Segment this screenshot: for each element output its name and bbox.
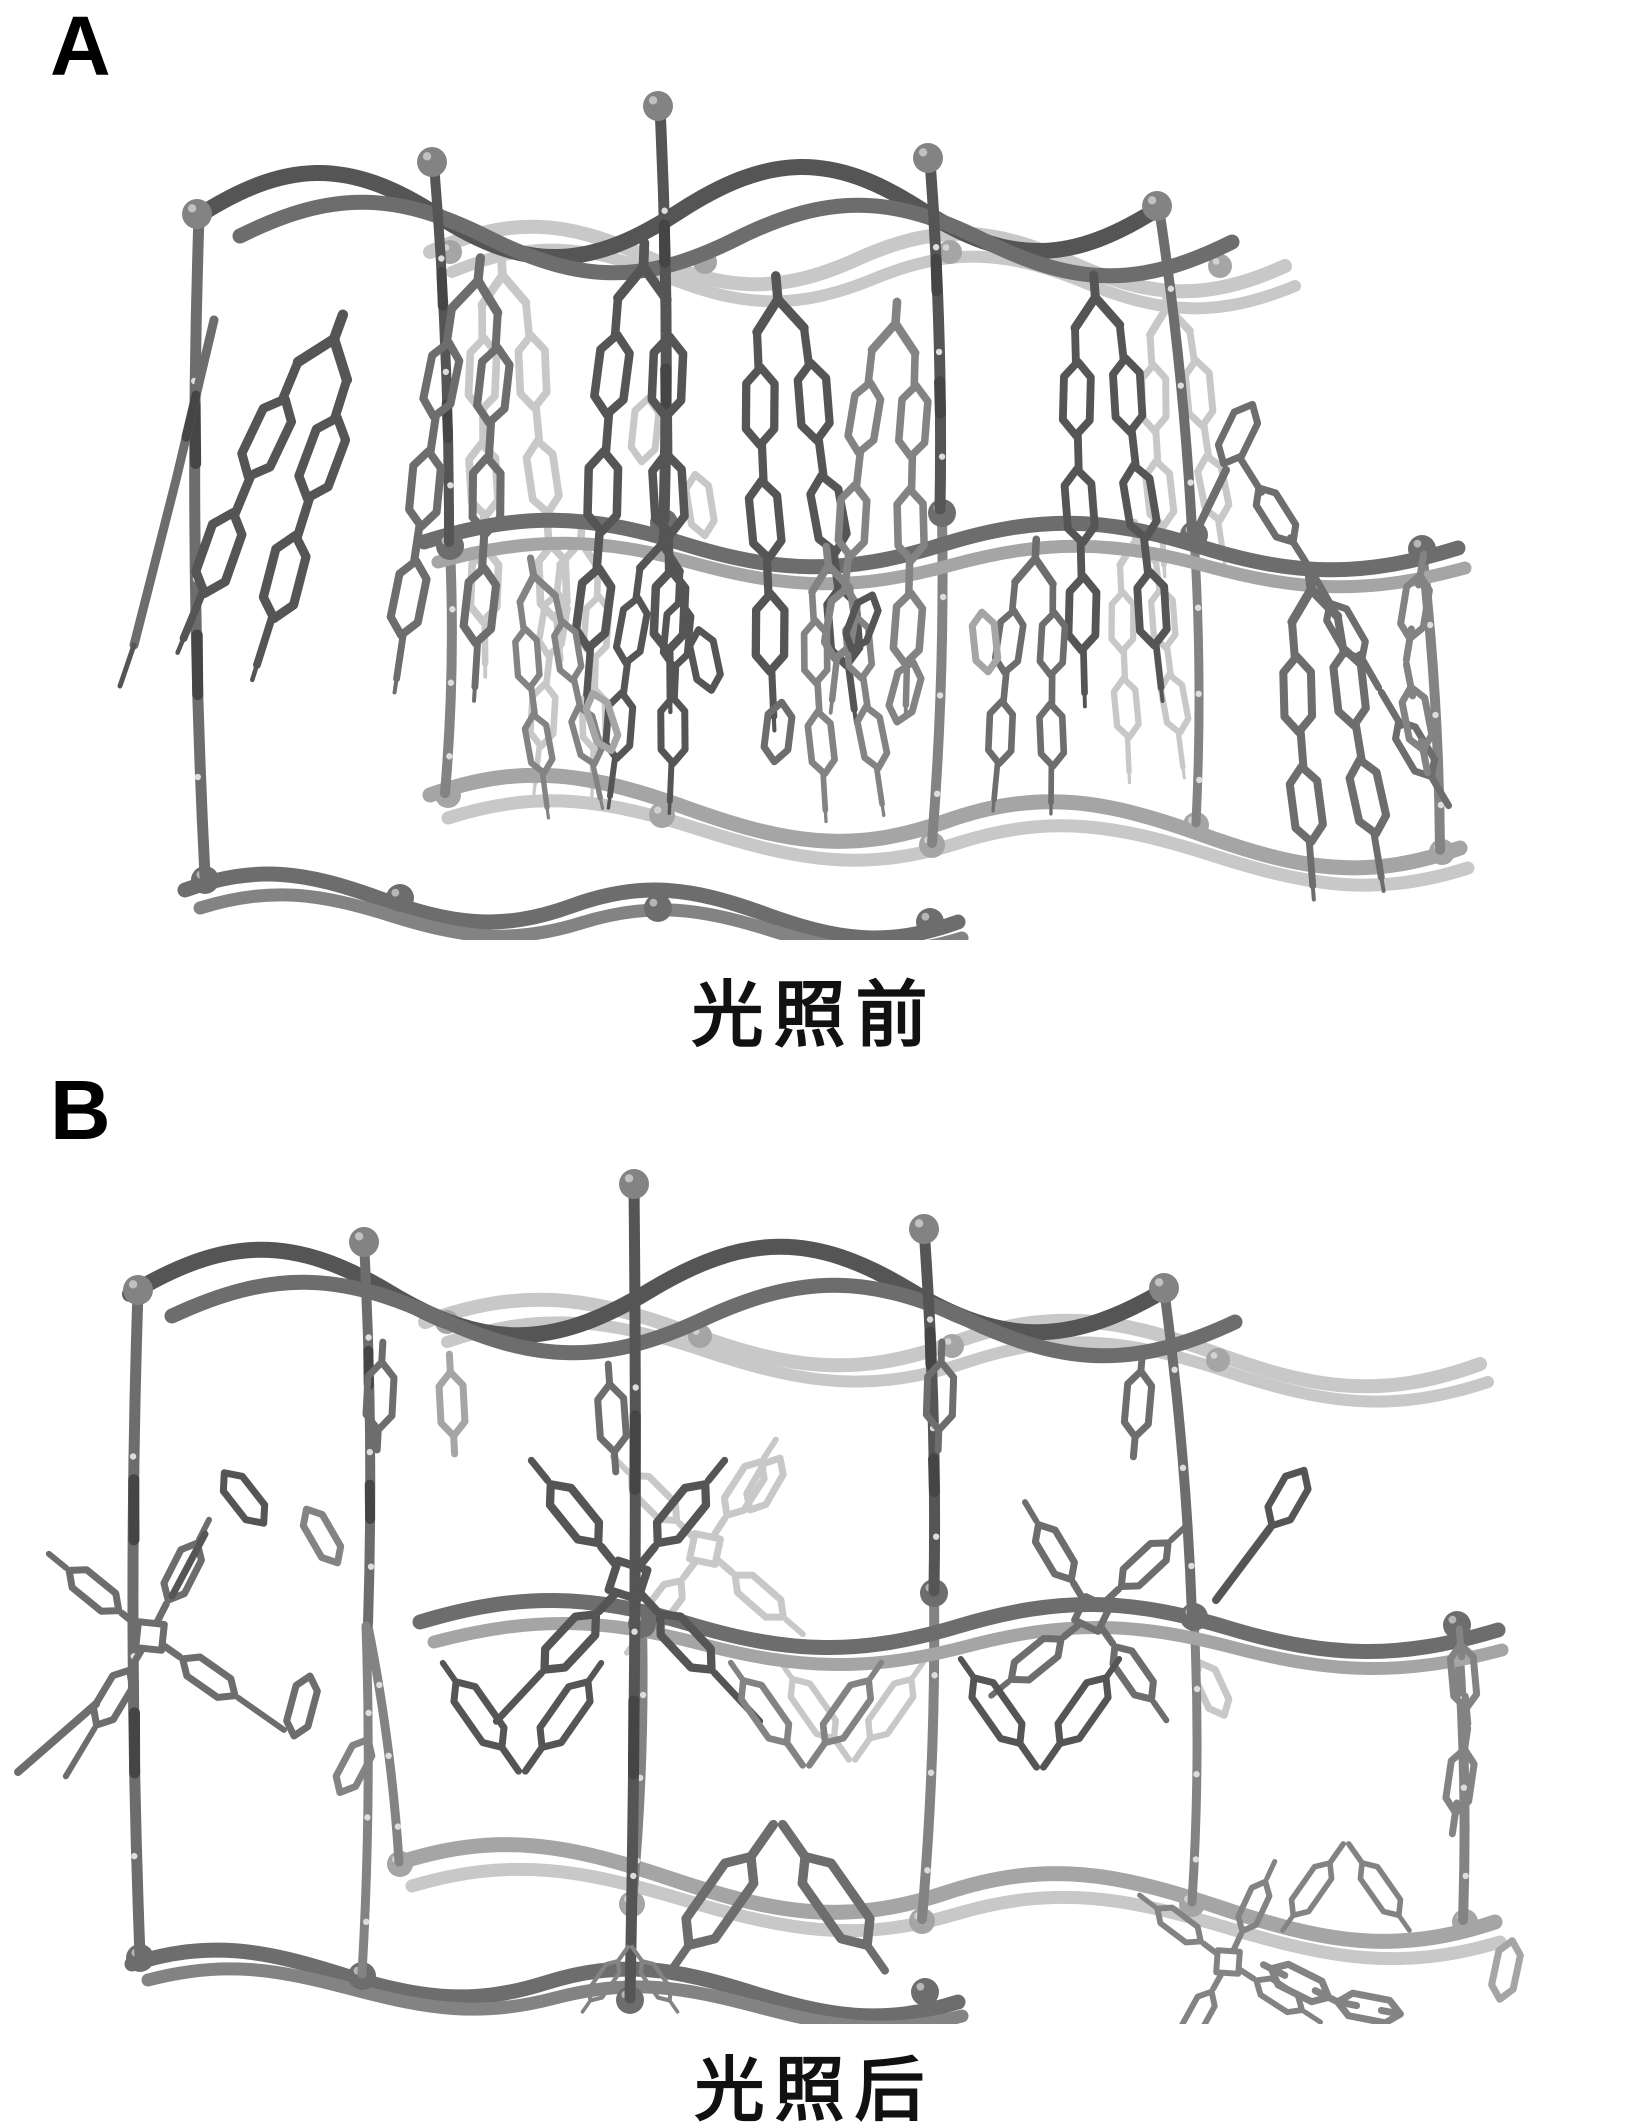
panel-b-caption: 光照后: [694, 2049, 935, 2128]
panel-a: A 光照前: [50, 0, 1475, 1057]
structure-after-illumination-figure: [14, 1169, 1524, 2024]
panel-a-caption: 光照前: [691, 973, 938, 1057]
structure-before-illumination-figure: [117, 91, 1475, 940]
panel-b-label: B: [50, 1063, 111, 1157]
panel-a-label: A: [50, 0, 111, 93]
panel-b: B 光照后: [0, 1064, 1629, 2128]
